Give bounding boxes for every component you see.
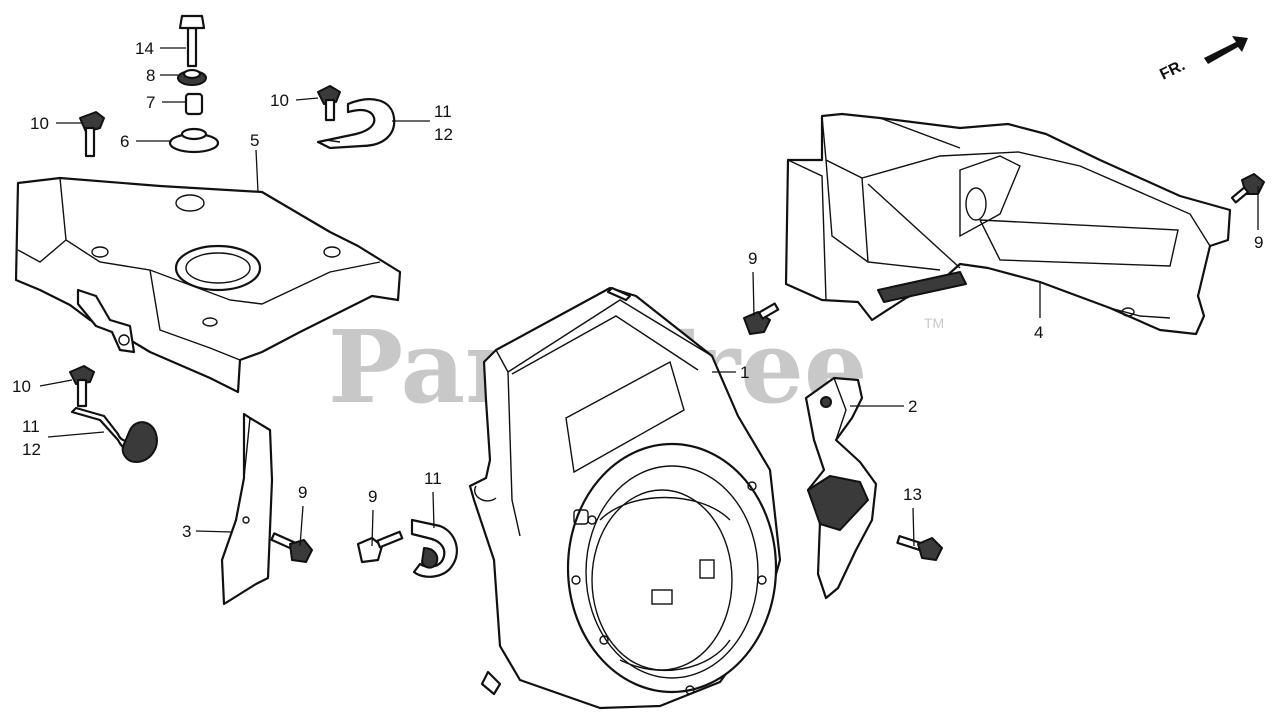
callout-9-left: 9 bbox=[298, 483, 307, 502]
callout-9-center: 9 bbox=[368, 487, 377, 506]
air-guide bbox=[784, 112, 1232, 336]
bolt-10-top-middle bbox=[317, 85, 341, 122]
shroud-bracket bbox=[804, 376, 878, 600]
callout-10-top-middle: 10 bbox=[270, 91, 289, 110]
leader-lines bbox=[39, 47, 1259, 547]
callout-6: 6 bbox=[120, 132, 129, 151]
bolt-10-upper-left bbox=[79, 111, 105, 158]
callout-11-center: 11 bbox=[424, 469, 442, 488]
callout-9-upper-center: 9 bbox=[748, 249, 757, 268]
wire-clip-center bbox=[410, 518, 458, 578]
fan-shroud bbox=[468, 286, 782, 710]
top-cover-plate bbox=[14, 176, 402, 394]
callout-8: 8 bbox=[146, 66, 155, 85]
front-direction-arrow: FR. bbox=[1157, 36, 1248, 84]
bolt-13 bbox=[896, 535, 943, 561]
wire-clip-lower-left bbox=[70, 406, 158, 463]
wire-clip-top bbox=[316, 98, 396, 150]
callout-12-lower-left: 12 bbox=[22, 440, 41, 459]
grommet-stack bbox=[168, 14, 220, 154]
callout-10-upper-left: 10 bbox=[30, 114, 49, 133]
watermark-tm: TM bbox=[924, 315, 944, 331]
callouts: 14 8 7 6 10 5 10 11 12 10 11 12 3 9 9 11… bbox=[12, 39, 1263, 541]
bolt-9-center bbox=[356, 530, 404, 564]
callout-12-top: 12 bbox=[434, 125, 453, 144]
bolt-10-lower-left bbox=[69, 365, 95, 408]
callout-1: 1 bbox=[740, 363, 749, 382]
front-direction-label: FR. bbox=[1157, 57, 1188, 84]
bolt-9-upper-center bbox=[743, 302, 780, 335]
callout-2: 2 bbox=[908, 397, 917, 416]
side-shield bbox=[220, 412, 274, 606]
callout-5: 5 bbox=[250, 131, 259, 150]
callout-10-lower-left: 10 bbox=[12, 377, 31, 396]
callout-11-lower-left: 11 bbox=[22, 417, 40, 436]
callout-14: 14 bbox=[135, 39, 154, 58]
bolt-9-right bbox=[1230, 173, 1265, 204]
callout-3: 3 bbox=[182, 522, 191, 541]
callout-7: 7 bbox=[146, 93, 155, 112]
callout-9-right: 9 bbox=[1254, 233, 1263, 252]
callout-13: 13 bbox=[903, 485, 922, 504]
bolt-9-left bbox=[270, 532, 313, 563]
callout-4: 4 bbox=[1034, 323, 1043, 342]
callout-11-top: 11 bbox=[434, 102, 452, 121]
